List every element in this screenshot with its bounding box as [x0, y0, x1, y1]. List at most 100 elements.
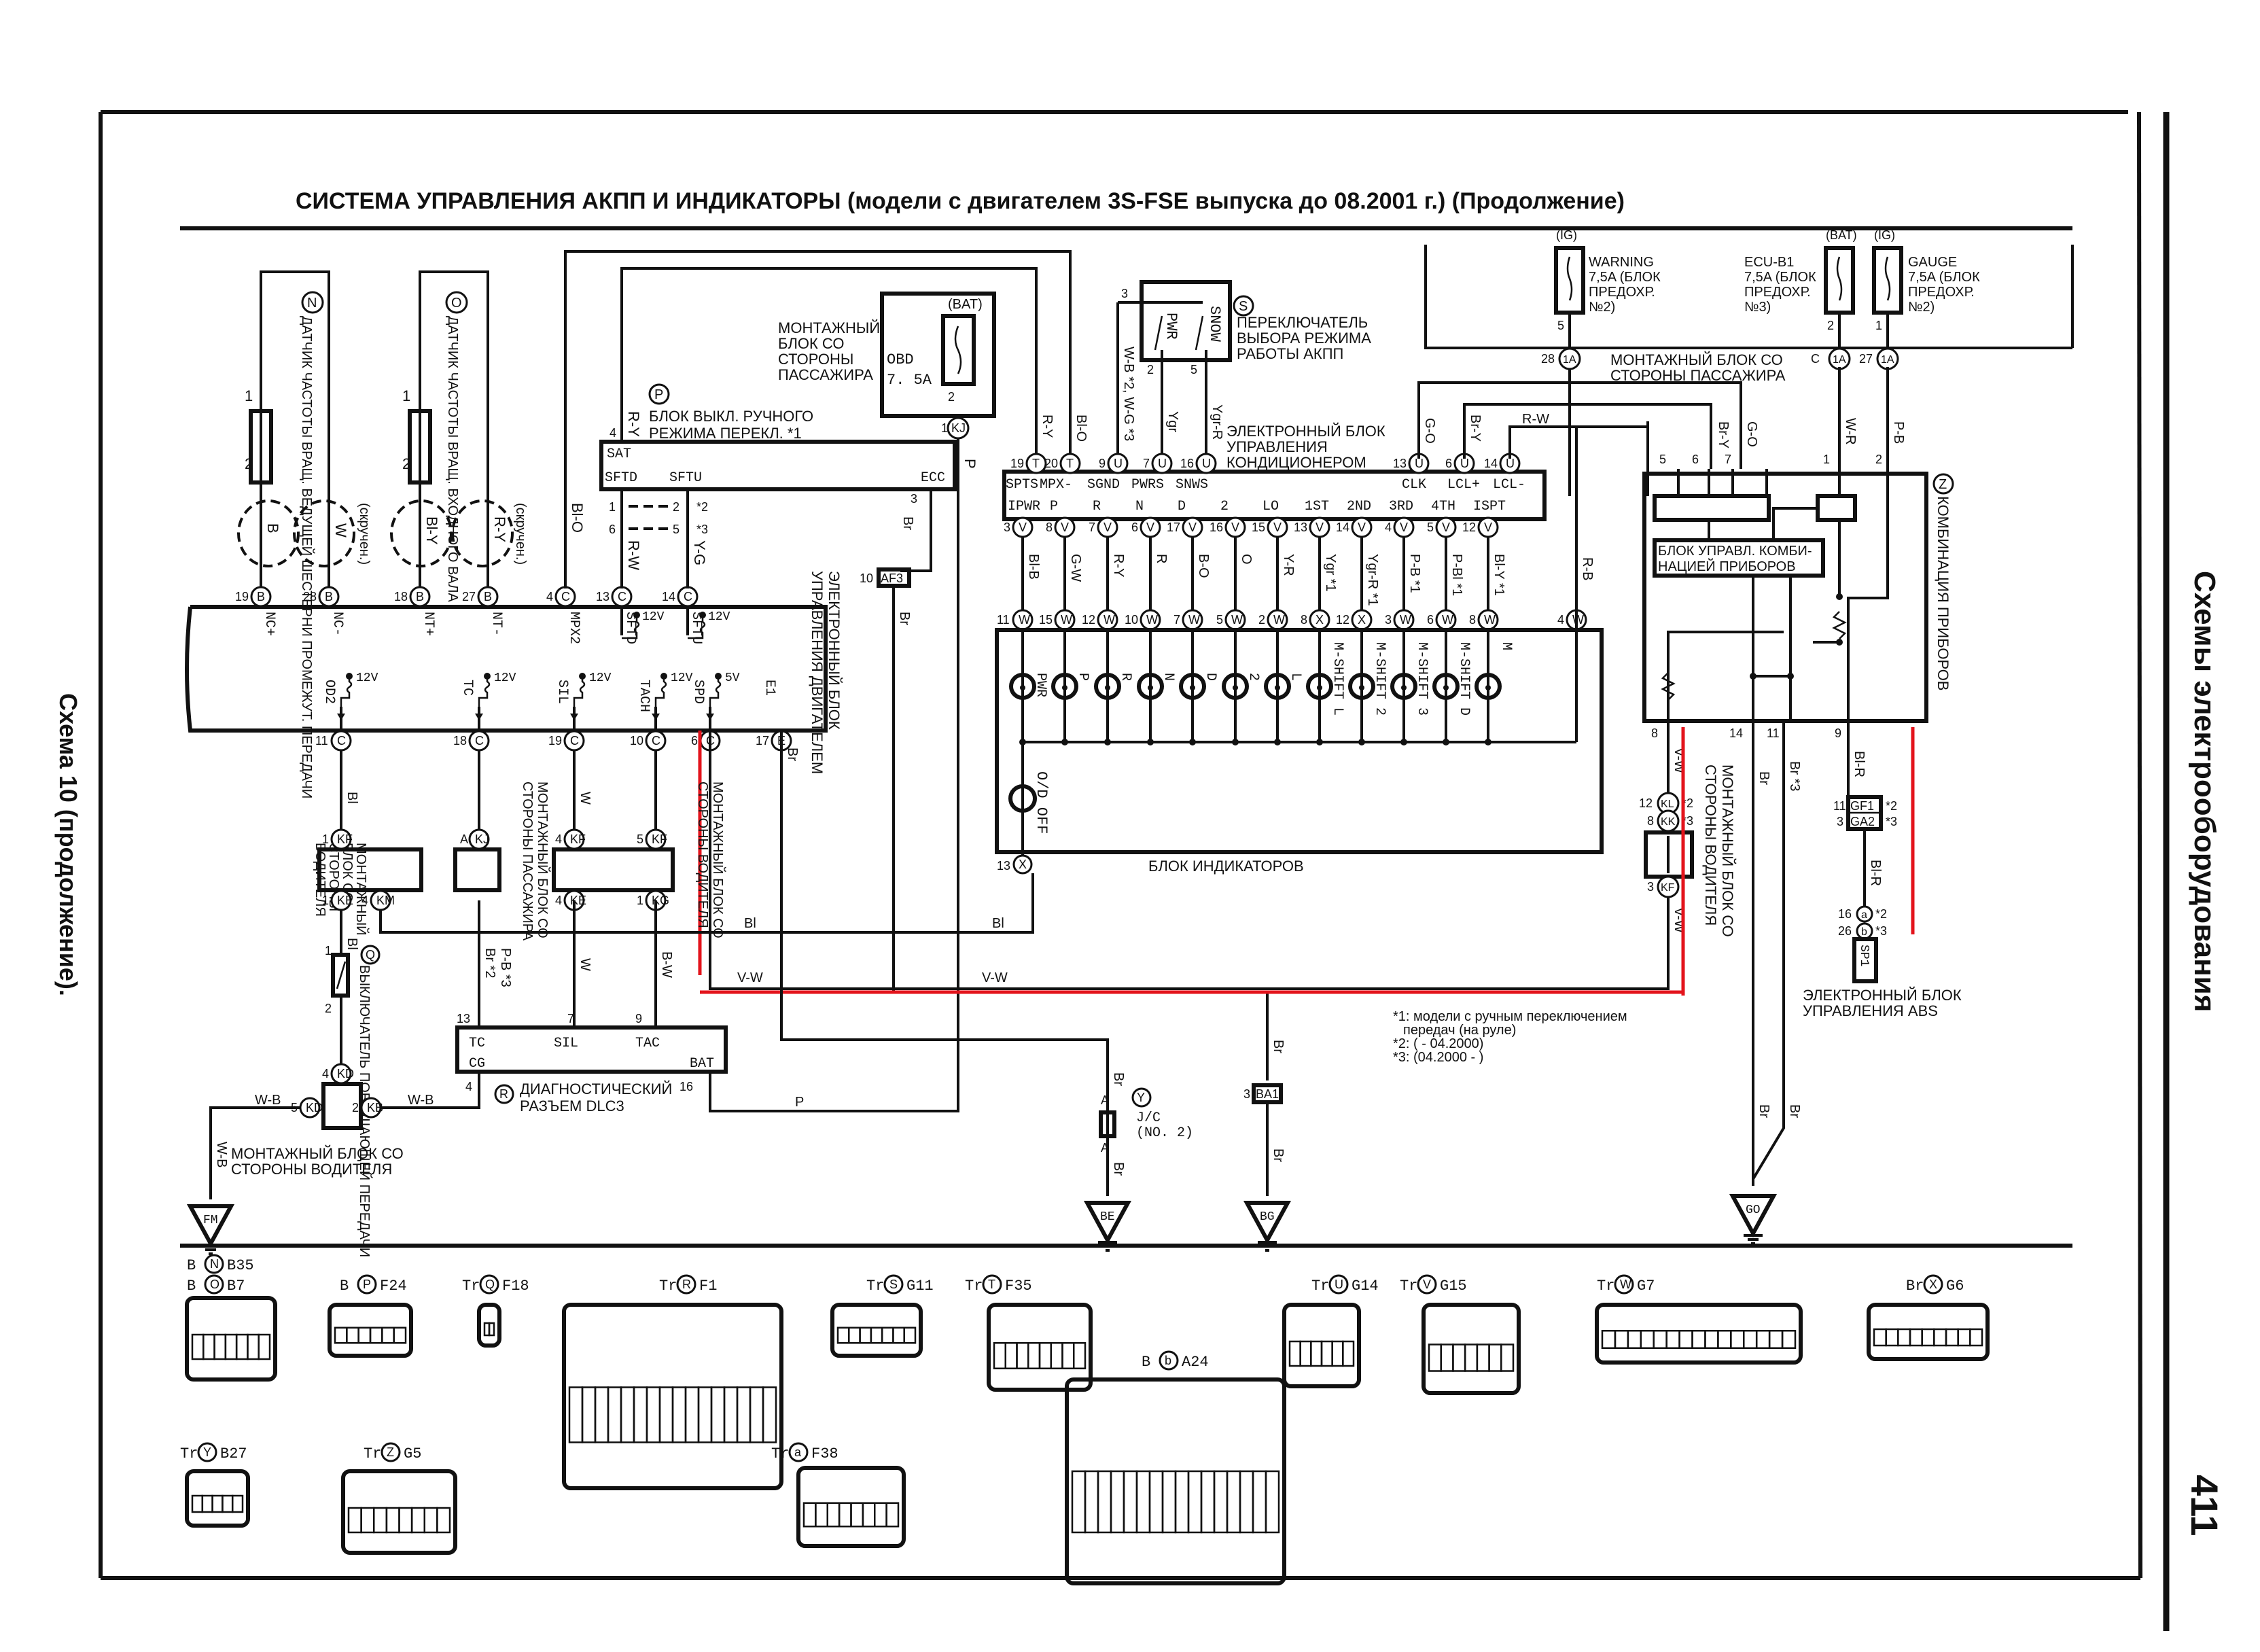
svg-text:OBD: OBD [887, 351, 914, 368]
connector-code: V [1061, 521, 1069, 534]
indicator-lamp [1179, 673, 1206, 700]
fuse-pin: 5 [1557, 319, 1564, 332]
ac-ecu-top-pin: U9 [1099, 453, 1129, 474]
ecm-bottom-pin: C11 [315, 730, 352, 752]
wire-bry [1463, 403, 1712, 469]
svg-text:GF1: GF1 [1850, 799, 1874, 813]
connector-code: B [257, 590, 265, 603]
svg-text:ПАССАЖИРА: ПАССАЖИРА [778, 366, 873, 383]
pin-number: 28 [303, 590, 317, 603]
fuse-label: №3) [1744, 300, 1771, 315]
svg-text:R-Y: R-Y [625, 411, 642, 437]
svg-text:Bl-O: Bl-O [1074, 415, 1089, 442]
connector-code: W [1146, 613, 1158, 627]
svg-text:Br-Y: Br-Y [1716, 421, 1731, 449]
connector-letter: a [794, 1445, 802, 1459]
ecm-pin-name: NT+ [421, 612, 436, 636]
mode-select-switch: PWR SNOW 3 2 5 S ПЕРЕКЛЮЧАТЕЛЬ ВЫБОРА РЕ… [1116, 280, 1385, 471]
svg-text:11: 11 [1767, 726, 1780, 740]
pin-number: 11 [315, 734, 328, 748]
driver-jb-pin: KF1 [322, 828, 353, 850]
ecm-pin-name: SFTD [622, 612, 638, 644]
connector-letter: U [1335, 1278, 1343, 1291]
svg-text:РАЗЪЕМ DLC3: РАЗЪЕМ DLC3 [520, 1097, 624, 1114]
indicator-lamp-label: PWR [1033, 673, 1048, 697]
pin-number: 11 [997, 613, 1010, 627]
svg-text:3: 3 [911, 492, 917, 506]
connector-code: KG [652, 894, 669, 907]
svg-text:*3: *3 [1875, 924, 1887, 938]
ac-pin-name: ISPT [1473, 499, 1506, 514]
connector-code: C [652, 734, 660, 748]
fuse-label: WARNING [1589, 255, 1654, 270]
indicator-pin: W8 [1469, 609, 1499, 631]
connector-code: U [1202, 457, 1211, 470]
indicator-lamp-label: M-SHIFT L [1330, 642, 1345, 716]
ground-label: FM [203, 1214, 218, 1227]
wire-rw [1508, 425, 1649, 469]
wire-color: O [1239, 554, 1254, 565]
svg-text:*3: *3 [696, 523, 708, 536]
svg-text:БЛОК СО: БЛОК СО [778, 335, 844, 352]
svg-text:Bl: Bl [345, 938, 359, 950]
svg-text:8: 8 [1647, 814, 1654, 828]
svg-text:SAT: SAT [607, 446, 631, 462]
voltage-label: 12V [708, 610, 730, 624]
connector-code: B35 [227, 1257, 254, 1274]
pin-number: 6 [1427, 613, 1434, 627]
svg-text:Bl-Y: Bl-Y [423, 516, 440, 545]
pin-number: 6 [691, 734, 698, 748]
svg-text:1: 1 [1823, 453, 1830, 466]
svg-text:6: 6 [1692, 453, 1699, 466]
svg-text:КОНДИЦИОНЕРОМ: КОНДИЦИОНЕРОМ [1226, 454, 1366, 471]
ecm-bottom-pin: C18 [453, 730, 490, 752]
svg-text:МОНТАЖНЫЙ: МОНТАЖНЫЙ [353, 843, 370, 936]
connector-code: W [1442, 613, 1453, 627]
svg-text:Bl-R: Bl-R [1868, 860, 1883, 886]
ac-pin-name: 1ST [1305, 499, 1329, 514]
ecm-pin-name: NT- [489, 612, 504, 636]
ac-ecu-bottom-pin: V6 [1131, 516, 1161, 538]
ac-pin-name: LO [1263, 499, 1279, 514]
svg-text:1: 1 [325, 944, 332, 957]
pin-number: 19 [235, 590, 249, 603]
connector-color: B [340, 1278, 349, 1295]
indicator-lamp-label: M [1498, 642, 1514, 650]
indicator-lamp [1432, 673, 1460, 700]
wire-go [1417, 381, 1742, 469]
connector-code: V [1442, 521, 1450, 534]
svg-text:P: P [654, 387, 663, 402]
pin-number: 4 [322, 1067, 329, 1080]
svg-text:КОМБИНАЦИЯ ПРИБОРОВ: КОМБИНАЦИЯ ПРИБОРОВ [1935, 496, 1952, 690]
indicator-lamp [1264, 673, 1291, 700]
wire-color: Ygr *1 [1323, 554, 1338, 592]
indicator-lamp-label: L [1288, 673, 1303, 681]
connector-code: U [1114, 457, 1123, 470]
pin-number: 18 [394, 590, 408, 603]
indicator-lamp [1009, 673, 1036, 700]
svg-text:S: S [1239, 299, 1248, 314]
svg-text:W-B: W-B [408, 1093, 434, 1108]
pin-number: 15 [1039, 613, 1053, 627]
svg-text:1: 1 [941, 421, 948, 435]
svg-text:(NO. 2): (NO. 2) [1136, 1125, 1193, 1141]
ac-pin-name: SGND [1087, 477, 1120, 493]
pin-number: 17 [1167, 521, 1180, 534]
connector-code: V [1103, 521, 1112, 534]
svg-text:2: 2 [673, 500, 679, 514]
connector-letter: Q [485, 1278, 495, 1291]
indicator-lamp [1475, 673, 1502, 700]
connector-code: V [1400, 521, 1408, 534]
ac-ecu-bottom-pin: V3 [1004, 516, 1034, 538]
pin-number: 4 [555, 894, 562, 907]
svg-text:Br: Br [1756, 1104, 1771, 1118]
ac-pin-name: D [1178, 499, 1186, 514]
indicator-lamp [1306, 673, 1333, 700]
svg-text:2: 2 [325, 1002, 332, 1015]
connector-code: C [475, 734, 484, 748]
pin-number: 27 [462, 590, 476, 603]
svg-text:9: 9 [635, 1012, 642, 1025]
